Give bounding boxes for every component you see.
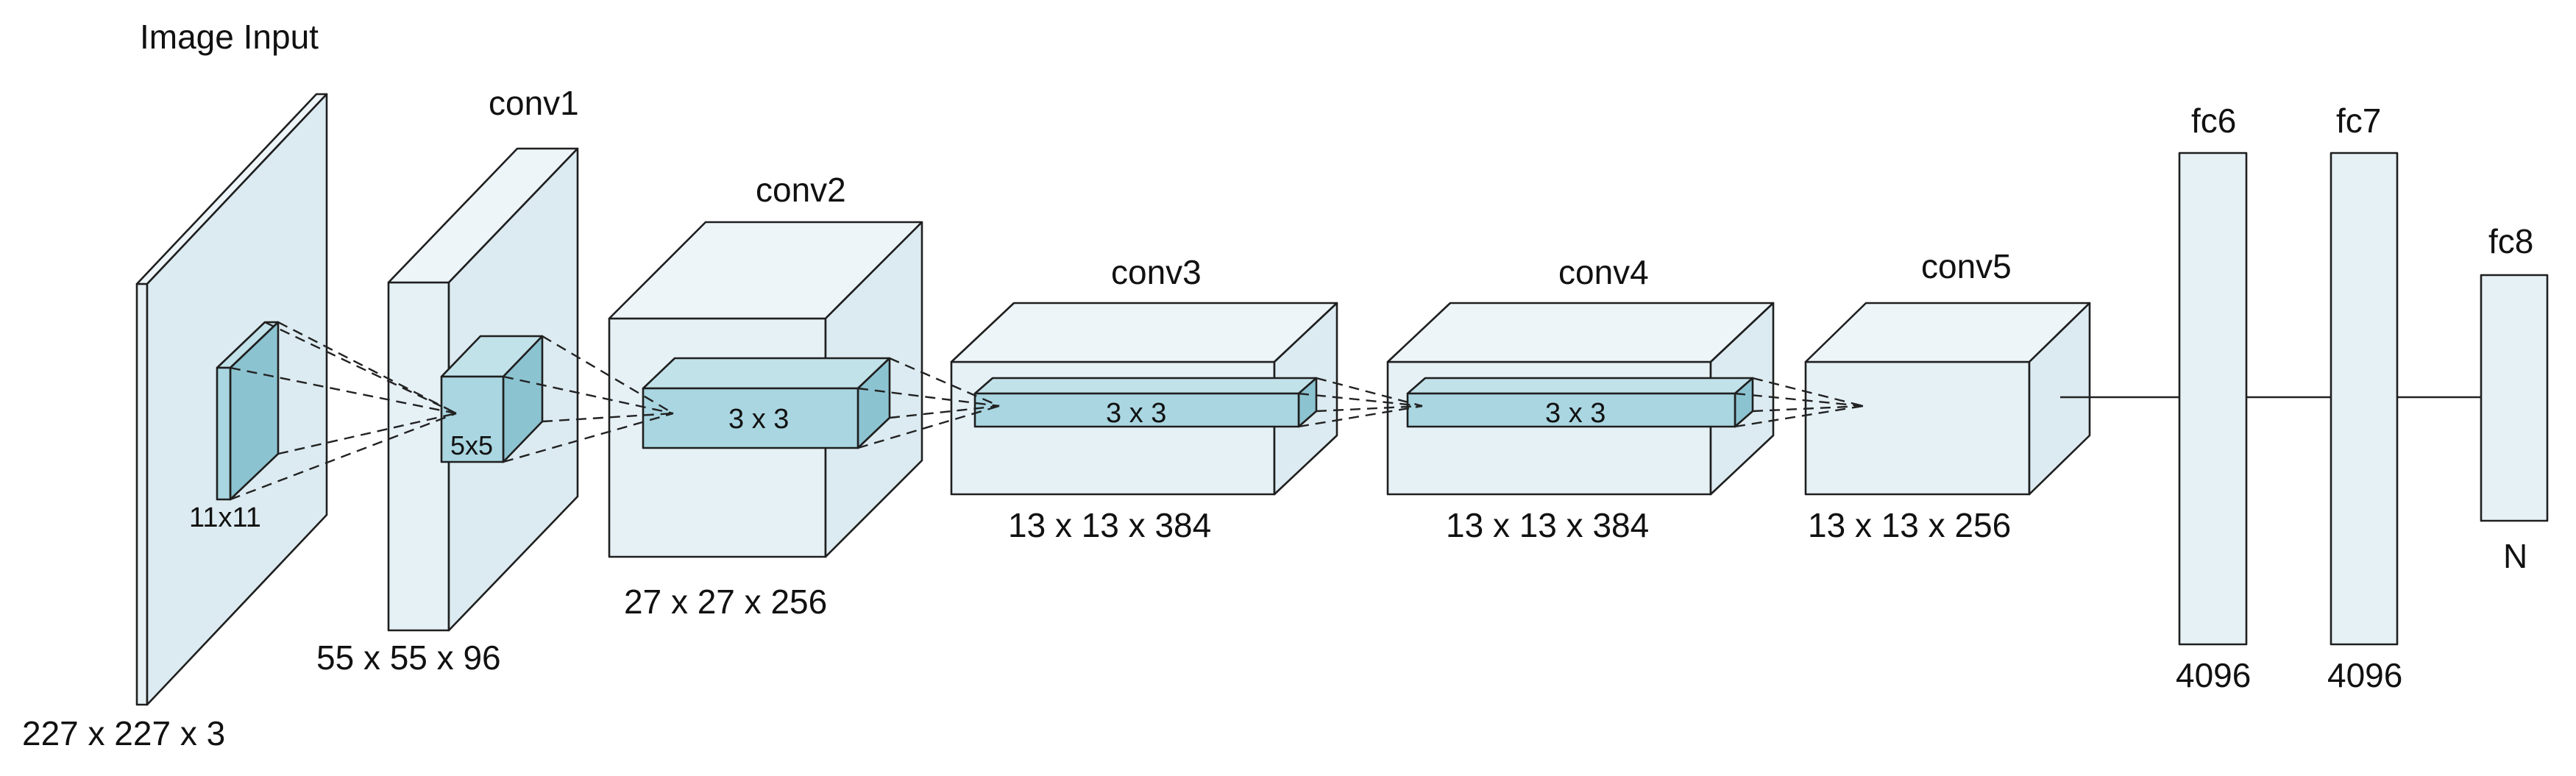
input-size-label: 227 x 227 x 3	[22, 714, 225, 752]
conv3-block	[950, 302, 1338, 496]
conv2-block	[608, 221, 923, 558]
conv4-block	[1386, 302, 1775, 496]
fc6-size-label: 4096	[2176, 656, 2251, 694]
conv1-size-label: 55 x 55 x 96	[316, 638, 501, 677]
conv3-kernel-label: 3 x 3	[1106, 398, 1166, 429]
fc7-size-label: 4096	[2327, 656, 2402, 694]
fc8-size-label: N	[2503, 537, 2527, 575]
conv1-block	[387, 147, 579, 632]
conv5-size-label: 13 x 13 x 256	[1808, 506, 2011, 544]
conv4-kernel-3x3	[1406, 377, 1754, 428]
conv2-size-label: 27 x 27 x 256	[624, 583, 827, 621]
conv2-title: conv2	[756, 171, 846, 209]
conv4-kernel-label: 3 x 3	[1545, 398, 1605, 429]
conv3-title: conv3	[1111, 253, 1202, 291]
conv1-title: conv1	[489, 84, 579, 122]
conv4-size-label: 13 x 13 x 384	[1446, 506, 1649, 544]
conv3-size-label: 13 x 13 x 384	[1008, 506, 1211, 544]
conv2-kernel-label: 3 x 3	[728, 404, 789, 435]
input-kernel-11x11	[216, 321, 280, 501]
conv1-kernel-label: 5x5	[450, 430, 493, 460]
input-kernel-label: 11x11	[189, 502, 261, 533]
receptive-field-lines	[230, 321, 1864, 501]
fc7-block	[2330, 152, 2399, 646]
input-title: Image Input	[140, 18, 319, 56]
fc6-title: fc6	[2191, 102, 2236, 140]
conv5-title: conv5	[1921, 247, 2012, 285]
fc8-block	[2480, 274, 2549, 522]
fc6-block	[2178, 152, 2248, 646]
conv5-block	[1804, 302, 2091, 496]
fc7-title: fc7	[2336, 102, 2381, 140]
conv4-title: conv4	[1558, 253, 1649, 291]
input-layer	[135, 93, 328, 706]
fc8-title: fc8	[2488, 222, 2533, 260]
